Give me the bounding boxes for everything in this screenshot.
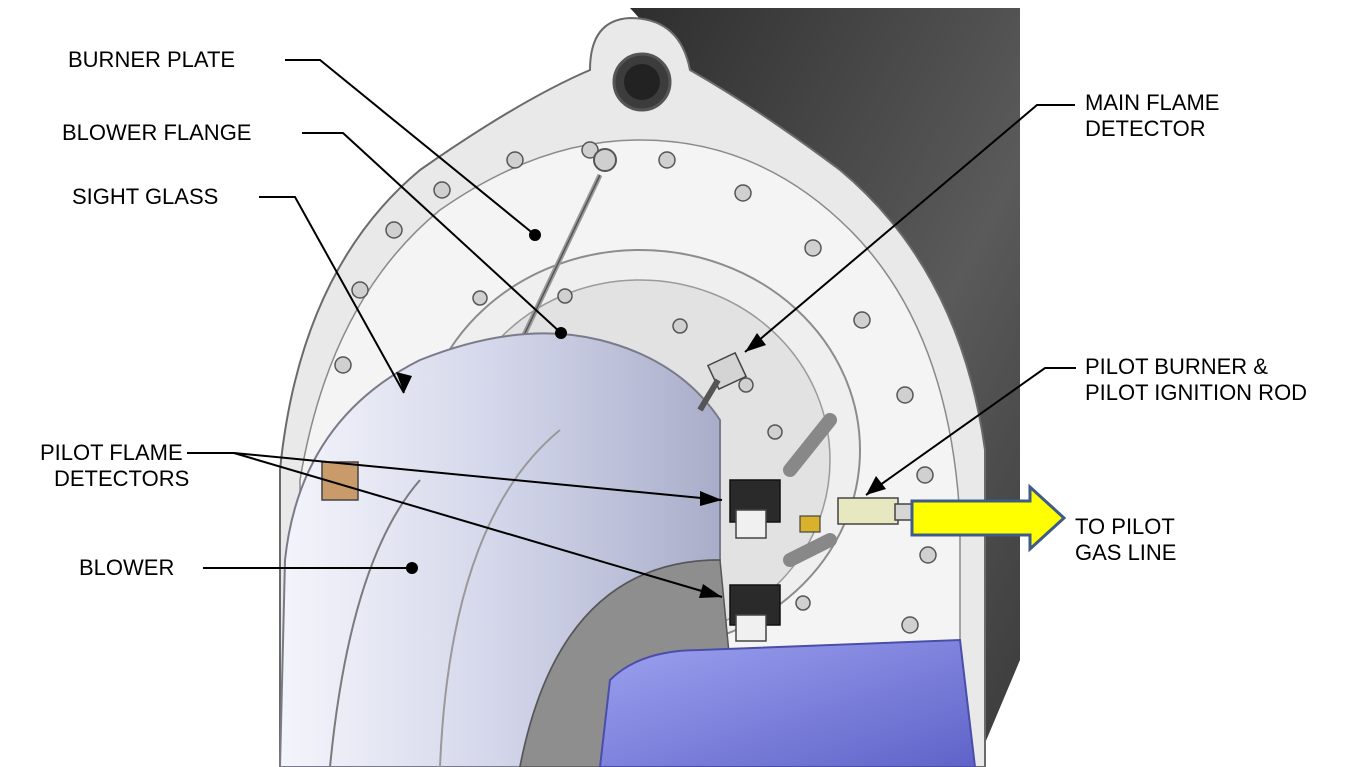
label-burner-plate: BURNER PLATE — [68, 47, 236, 72]
label-blower-flange: BLOWER FLANGE — [62, 120, 252, 145]
label-to-pilot-gas-line: TO PILOT GAS LINE — [1075, 514, 1177, 565]
gas-line-arrow — [910, 483, 1067, 553]
leader-main-flame — [744, 104, 1075, 353]
label-pilot-burner: PILOT BURNER & PILOT IGNITION ROD — [1085, 354, 1308, 405]
label-pilot-flame-detectors: PILOT FLAME DETECTORS — [40, 440, 190, 491]
pilot-burner — [783, 413, 914, 567]
label-blower: BLOWER — [79, 555, 175, 580]
burner-tube — [598, 638, 977, 767]
leader-pilot-burner — [865, 367, 1076, 496]
main-flame-detector — [697, 351, 748, 412]
label-main-flame-detector: MAIN FLAME DETECTOR — [1085, 90, 1220, 141]
boiler-housing — [630, 8, 1020, 767]
leader-arrowheads — [396, 333, 886, 598]
leader-burner-plate — [285, 59, 536, 236]
leader-sight-glass — [259, 196, 405, 394]
leader-endpoints — [406, 229, 567, 574]
label-sight-glass: SIGHT GLASS — [72, 184, 219, 209]
leader-lines — [187, 59, 1076, 598]
leader-blower-flange — [302, 132, 562, 334]
leader-pilot-flame-b — [233, 452, 723, 598]
pilot-flame-detectors — [729, 479, 781, 642]
